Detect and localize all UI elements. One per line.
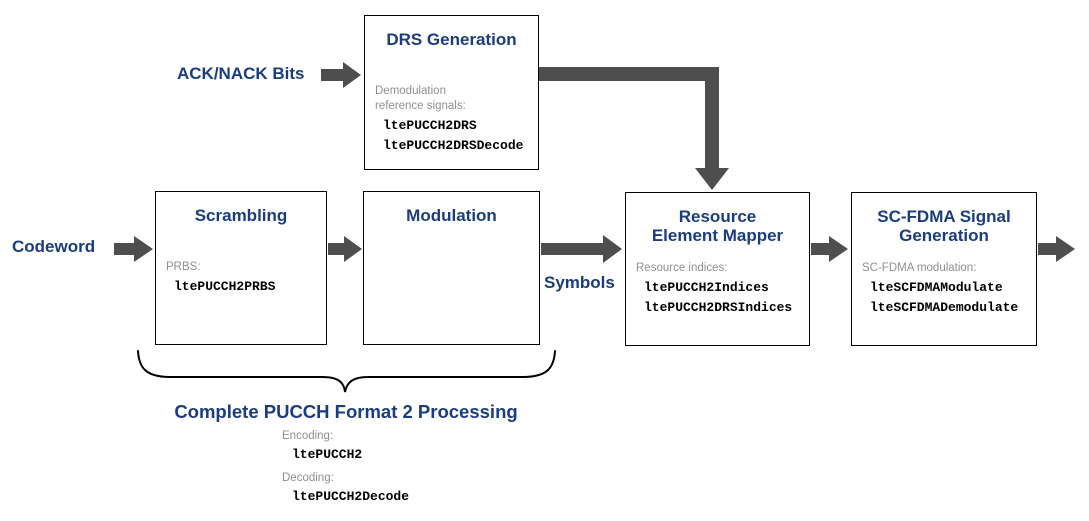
function-name: lteSCFDMAModulate: [870, 280, 1003, 295]
function-name: ltePUCCH2DRSDecode: [383, 138, 524, 153]
box-title-line: Element Mapper: [651, 226, 784, 245]
arrow-drs-to-mapper-icon: [539, 67, 729, 190]
box-title-line: Modulation: [406, 206, 497, 225]
arrow-scrambling-to-modulation-icon: [328, 236, 362, 262]
acknack-bits-label: ACK/NACK Bits: [177, 64, 305, 83]
modulation-box: Modulation: [363, 191, 540, 345]
drs-generation-body: Demodulation reference signals: ltePUCCH…: [375, 84, 534, 154]
scfdma-body: SC-FDMA modulation: lteSCFDMAModulate lt…: [862, 261, 1032, 316]
box-subtitle: reference signals:: [375, 100, 466, 112]
resource-element-mapper-box: Resource Element Mapper Resource indices…: [625, 192, 810, 346]
resource-element-mapper-title: Resource Element Mapper: [626, 207, 809, 245]
function-name: ltePUCCH2DRSIndices: [644, 300, 793, 315]
function-name: ltePUCCH2DRS: [383, 118, 477, 133]
box-title-line: Generation: [899, 226, 989, 245]
box-title-line: Scrambling: [194, 206, 288, 225]
modulation-title: Modulation: [364, 206, 539, 225]
scfdma-title: SC-FDMA Signal Generation: [852, 207, 1036, 245]
arrow-modulation-to-mapper-icon: [541, 235, 622, 263]
brace-icon: [137, 350, 556, 393]
box-subtitle: Demodulation: [375, 85, 446, 97]
diagram-caption: Complete PUCCH Format 2 Processing: [174, 401, 518, 422]
scrambling-box: Scrambling PRBS: ltePUCCH2PRBS: [155, 191, 327, 345]
decoding-label: Decoding:: [282, 472, 334, 484]
drs-generation-box: DRS Generation Demodulation reference si…: [364, 15, 539, 170]
arrow-acknack-to-drs-icon: [321, 62, 361, 88]
arrow-codeword-to-scrambling-icon: [114, 236, 153, 262]
scfdma-signal-generation-box: SC-FDMA Signal Generation SC-FDMA modula…: [851, 192, 1037, 346]
encoding-function-name: ltePUCCH2: [292, 447, 363, 462]
function-name: ltePUCCH2PRBS: [174, 279, 276, 294]
drs-generation-title: DRS Generation: [365, 30, 538, 49]
box-subtitle: SC-FDMA modulation:: [862, 262, 977, 274]
resource-element-mapper-body: Resource indices: ltePUCCH2Indices ltePU…: [636, 261, 805, 316]
decoding-function-name: ltePUCCH2Decode: [292, 489, 410, 504]
function-name: lteSCFDMADemodulate: [870, 300, 1019, 315]
encoding-label: Encoding:: [282, 430, 334, 442]
box-subtitle: PRBS:: [166, 261, 201, 273]
function-name: ltePUCCH2Indices: [644, 280, 769, 295]
scrambling-title: Scrambling: [156, 206, 326, 225]
codeword-label: Codeword: [12, 237, 96, 256]
box-title-line: DRS Generation: [386, 30, 517, 49]
box-title-line: SC-FDMA Signal: [877, 207, 1011, 226]
scrambling-body: PRBS: ltePUCCH2PRBS: [166, 260, 322, 295]
symbols-label: Symbols: [544, 273, 615, 292]
box-subtitle: Resource indices:: [636, 262, 728, 274]
box-title-line: Resource: [678, 207, 757, 226]
arrow-scfdma-output-icon: [1038, 236, 1075, 262]
arrow-mapper-to-scfdma-icon: [811, 236, 848, 262]
